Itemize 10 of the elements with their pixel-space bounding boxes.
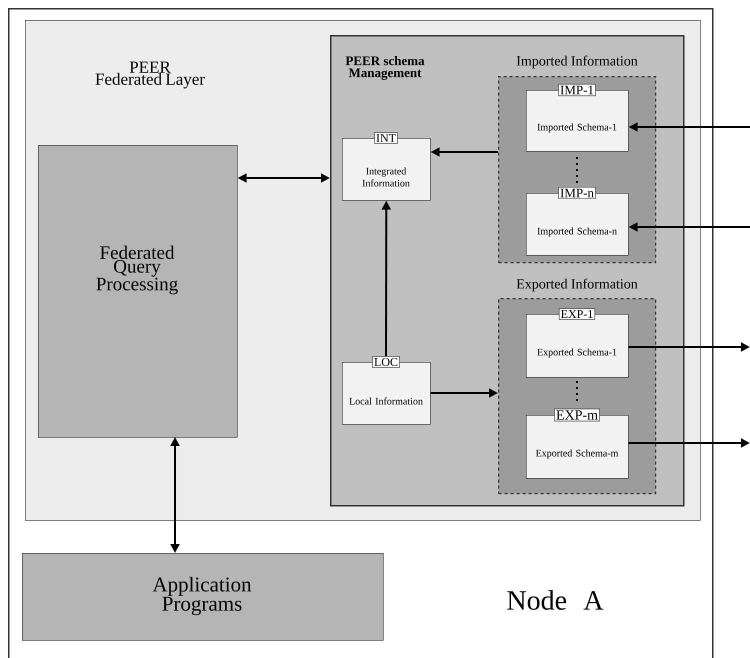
component-box: LOC Local Information: [342, 356, 431, 425]
node-label: Imported Information: [516, 56, 638, 68]
process-box: Application Programs: [22, 553, 384, 641]
node-label: Exported Information: [516, 278, 638, 292]
component-box: INT Integrated Information: [342, 132, 431, 201]
schema-box: IMP-n Imported Schema-n: [526, 186, 629, 256]
process-box: Federated Query Processing: [38, 145, 238, 438]
schema-box: EXP-m Exported Schema-m: [526, 408, 629, 479]
schema-box: EXP-1 Exported Schema-1: [526, 308, 629, 378]
schema-box: IMP-1 Imported Schema-1: [526, 84, 629, 152]
